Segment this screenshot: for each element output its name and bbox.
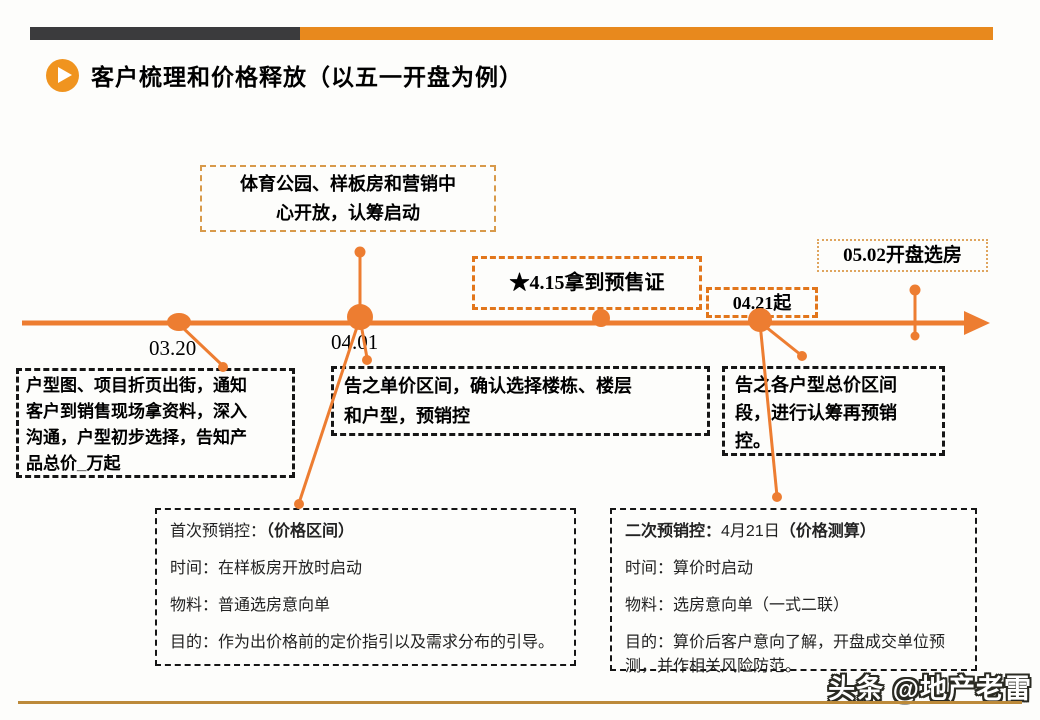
detail-heading-name: 首次预销控： — [170, 523, 267, 540]
detail-heading-paren: （价格区间） — [266, 523, 355, 540]
callout-presale-cert: ★4.15拿到预售证 — [472, 256, 702, 310]
header-bar-dark-segment — [30, 27, 300, 40]
connector-end-dot — [354, 246, 366, 258]
watermark: 头条 @地产老雷 — [828, 674, 1032, 704]
action-line: 客户到销售现场拿资料，深入 — [26, 402, 247, 421]
header-bar-orange-segment — [300, 27, 993, 40]
detail-heading-name: 二次预销控： — [625, 523, 722, 540]
action-line: 品总价_万起 — [26, 454, 121, 473]
play-icon — [46, 58, 79, 92]
detail-box-first-presale-control: 首次预销控：（价格区间） 时间：在样板房开放时启动 物料：普通选房意向单 目的：… — [155, 508, 576, 666]
bottom-rule — [18, 701, 1022, 704]
page-title: 客户梳理和价格释放（以五一开盘为例） — [91, 65, 523, 90]
detail-row-time: 时间：在样板房开放时启动 — [170, 560, 363, 577]
detail-row-material: 物料：选房意向单（一式二联） — [625, 597, 850, 614]
timeline-arrowhead-icon — [964, 311, 990, 335]
connector-end-dot — [797, 351, 807, 361]
action-line: 告之单价区间，确认选择楼栋、楼层 — [344, 376, 632, 396]
timeline-dot-0401 — [347, 304, 373, 330]
detail-heading: 首次预销控：（价格区间） — [170, 520, 561, 544]
connector-end-dot — [910, 331, 920, 341]
action-line: 和户型，预销控 — [344, 406, 470, 426]
timeline-dot-0320 — [167, 313, 191, 331]
connector-end-dot — [909, 284, 921, 296]
callout-park-open: 体育公园、样板房和营销中 心开放，认筹启动 — [200, 165, 496, 232]
detail-row-time: 时间：算价时启动 — [625, 560, 754, 577]
connector-end-dot — [362, 355, 372, 365]
detail-heading-paren: （价格测算） — [779, 523, 876, 540]
callout-line: 体育公园、样板房和营销中 — [240, 174, 456, 194]
detail-row-purpose: 目的：作为出价格前的定价指引以及需求分布的引导。 — [170, 634, 555, 651]
detail-heading-date: 4月21日 — [721, 523, 780, 540]
callout-opening-day: 05.02开盘选房 — [817, 239, 988, 272]
action-line: 告之各户型总价区间 — [735, 375, 897, 395]
action-line: 户型图、项目折页出街，通知 — [26, 376, 247, 395]
callout-from-0421: 04.21起 — [706, 287, 818, 318]
detail-row-purpose: 目的：算价后客户意向了解，开盘成交单位预测，并作相关风险防范。 — [625, 634, 946, 675]
action-box-unit-price: 告之单价区间，确认选择楼栋、楼层 和户型，预销控 — [331, 366, 710, 436]
timeline-dot-0415 — [592, 309, 610, 327]
action-line: 段，进行认筹再预销 — [735, 403, 897, 423]
callout-line: 心开放，认筹启动 — [276, 203, 420, 223]
detail-heading: 二次预销控：4月21日（价格测算） — [625, 520, 962, 544]
action-line: 控。 — [735, 431, 771, 451]
title-row: 客户梳理和价格释放（以五一开盘为例） — [46, 58, 523, 92]
date-label-0401: 04.01 — [331, 330, 379, 354]
action-line: 沟通，户型初步选择，告知产 — [26, 428, 247, 447]
connector-end-dot — [772, 492, 782, 502]
action-box-total-price: 告之各户型总价区间 段，进行认筹再预销 控。 — [722, 366, 945, 456]
connector-0421-to-right-box — [760, 321, 802, 357]
detail-row-material: 物料：普通选房意向单 — [170, 597, 331, 614]
detail-box-second-presale-control: 二次预销控：4月21日（价格测算） 时间：算价时启动 物料：选房意向单（一式二联… — [610, 508, 977, 675]
date-label-0320: 03.20 — [149, 336, 197, 360]
action-box-flyers: 户型图、项目折页出街，通知 客户到销售现场拿资料，深入 沟通，户型初步选择，告知… — [16, 368, 295, 478]
